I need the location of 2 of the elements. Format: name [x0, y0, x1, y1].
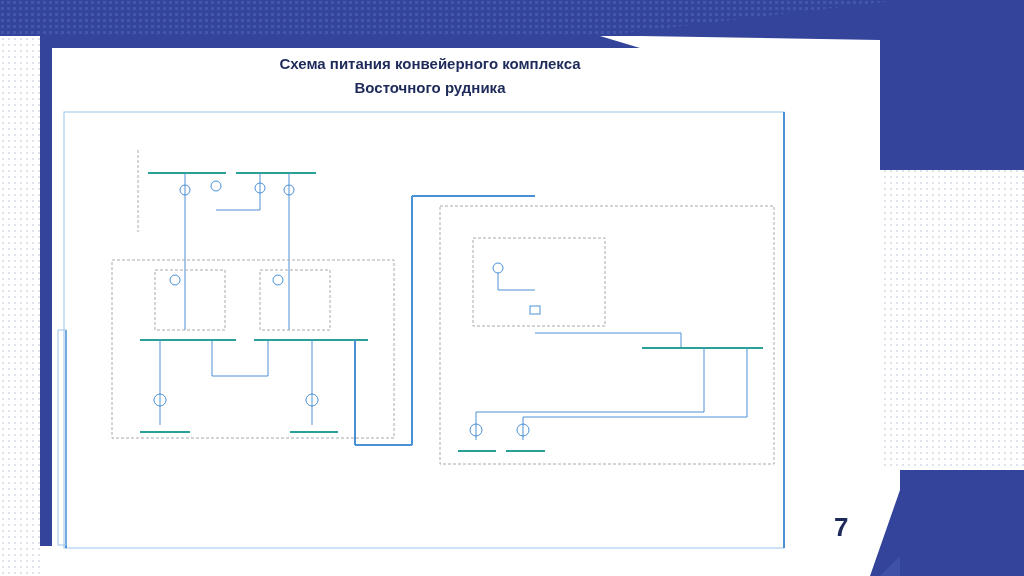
slide-title: Схема питания конвейерного комплекса Восточного рудника [278, 54, 582, 98]
page-number: 7 [834, 512, 849, 543]
